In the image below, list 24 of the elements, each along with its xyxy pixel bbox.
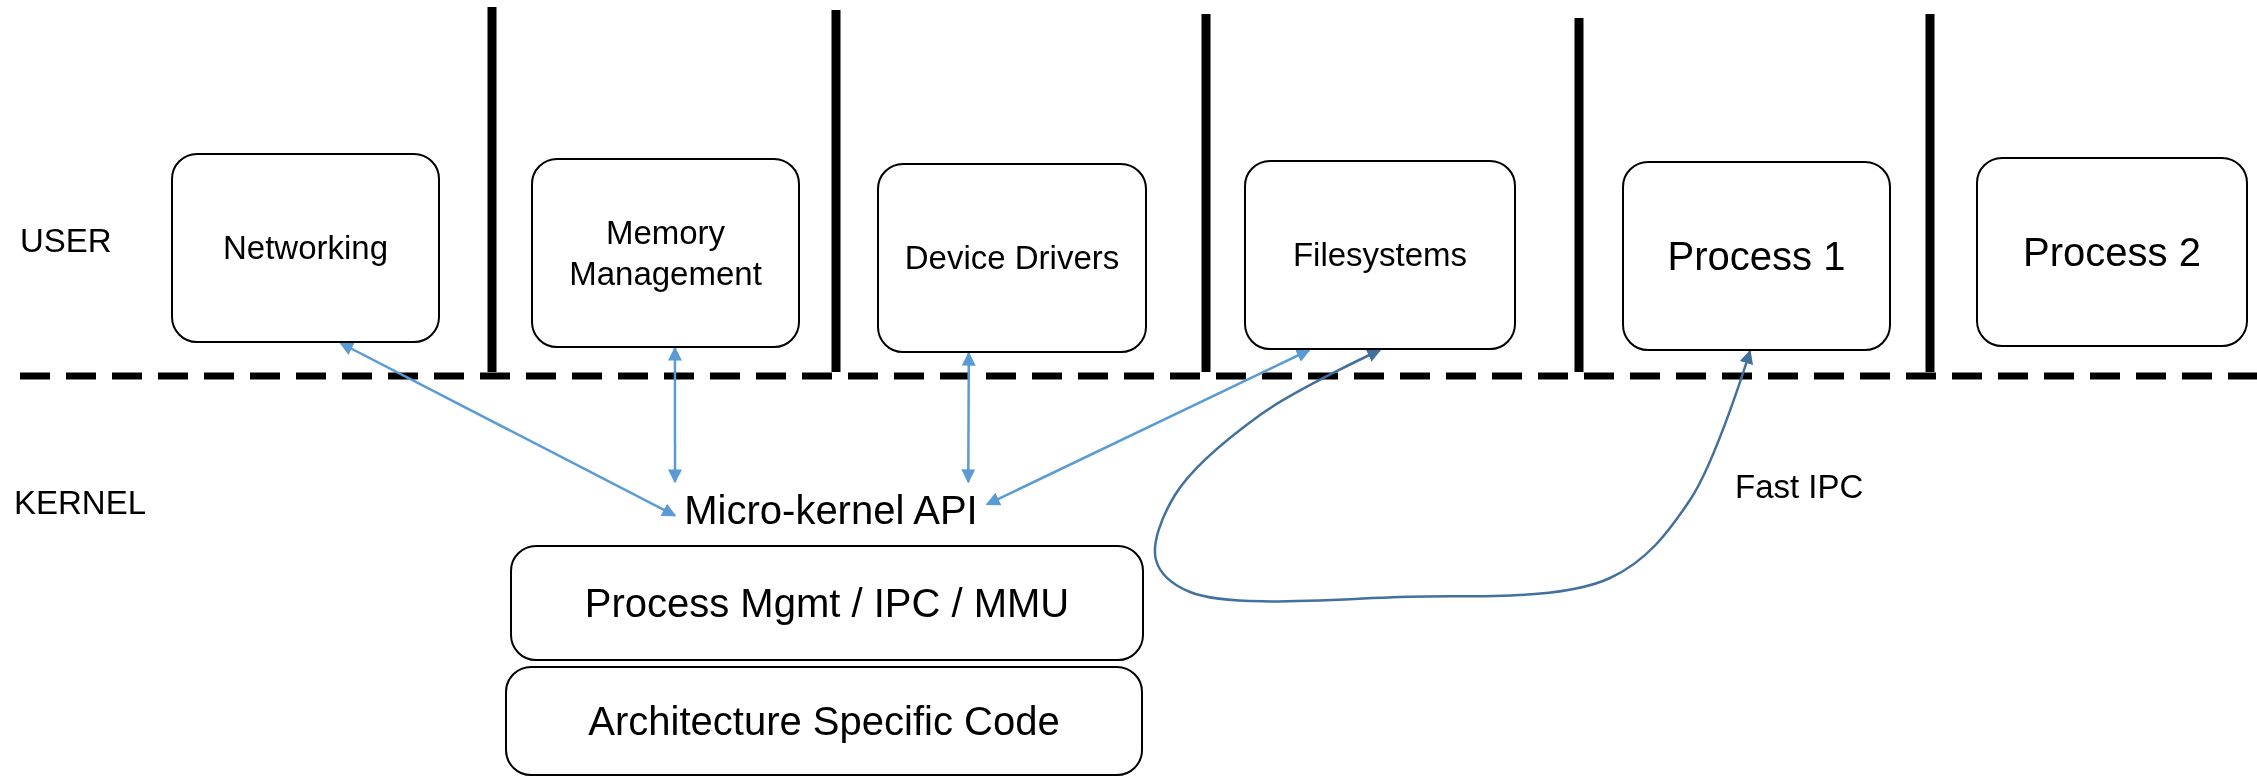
box-label: Process Mgmt / IPC / MMU (583, 580, 1071, 627)
layer-label: KERNEL (14, 484, 147, 522)
process-box (1976, 157, 2248, 347)
kernel-box (505, 666, 1143, 776)
arrow (985, 348, 1311, 506)
arrow (961, 351, 976, 484)
api-label: Micro-kernel API (675, 482, 987, 538)
arrow (667, 346, 682, 484)
service-box (531, 158, 800, 348)
arrow (339, 341, 677, 517)
box-label: Architecture Specific Code (587, 698, 1061, 745)
kernel-box (510, 545, 1144, 661)
box-label: Filesystems (1291, 235, 1469, 276)
box-label: Process 2 (2022, 229, 2202, 276)
box-label: Device Drivers (903, 238, 1121, 279)
service-box (171, 153, 440, 343)
box-label: Networking (221, 228, 390, 269)
layer-label: USER (20, 222, 112, 260)
service-box (1244, 160, 1516, 350)
process-box (1622, 161, 1891, 351)
box-label: Memory Management (568, 212, 763, 294)
arrow (1153, 348, 1753, 603)
box-label: Process 1 (1666, 233, 1847, 280)
service-box (877, 163, 1147, 353)
